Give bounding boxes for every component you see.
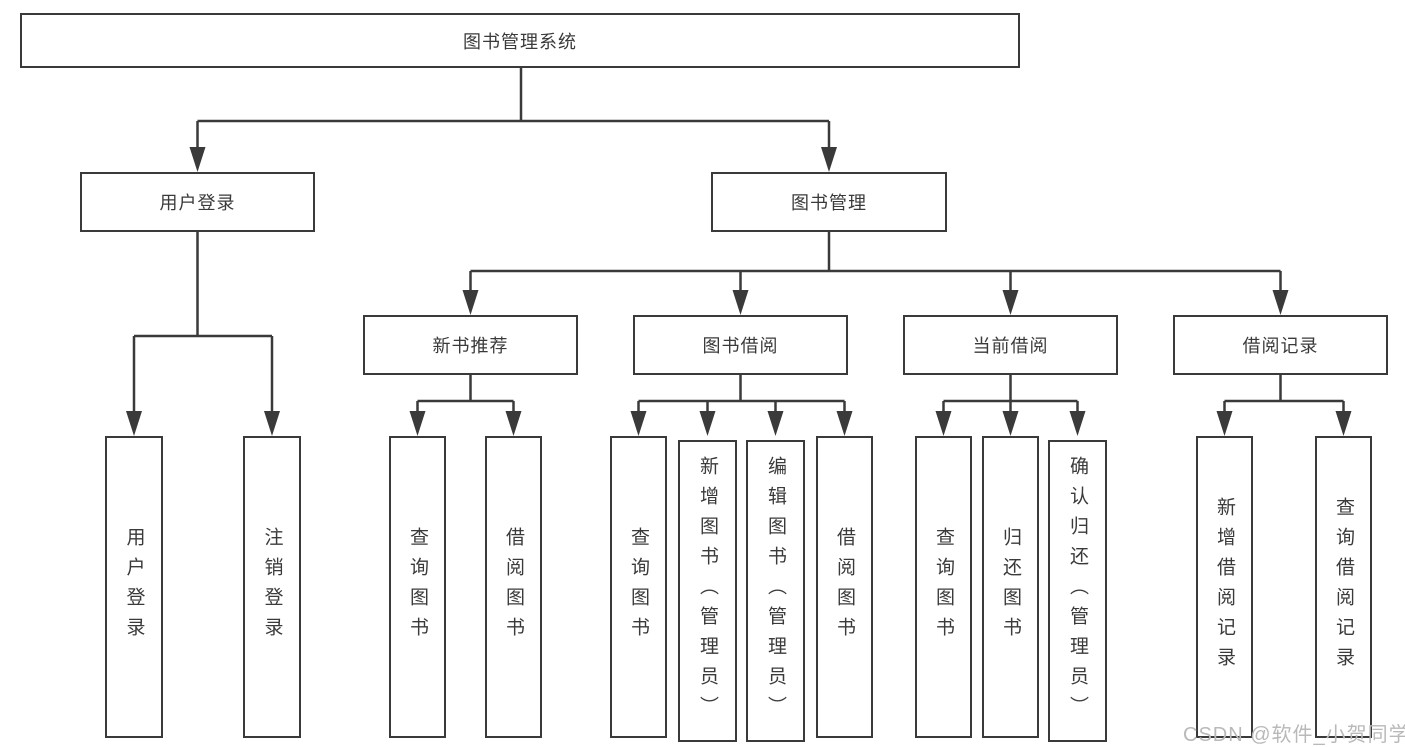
node-book-borrowing: 图书借阅 (633, 315, 848, 375)
connector-user-login-children (132, 232, 274, 431)
node-book-management: 图书管理 (711, 172, 947, 232)
leaf-label: 归还图书 (1000, 527, 1021, 647)
arrow-down-icon (189, 147, 206, 172)
node-current-borrowing: 当前借阅 (903, 315, 1118, 375)
arrow-down-icon (505, 411, 522, 436)
arrow-down-icon (630, 411, 647, 436)
arrow-down-icon (1272, 290, 1289, 315)
arrow-down-icon (409, 411, 426, 436)
leaf-user-login: 用户登录 (105, 436, 163, 738)
leaf-label: 注销登录 (261, 527, 283, 647)
arrow-down-icon (935, 411, 952, 436)
arrow-down-icon (1002, 290, 1019, 315)
leaf-label: 新增图书（管理员） (697, 456, 718, 726)
leaf-query-books-recommend: 查询图书 (389, 436, 446, 738)
leaf-add-borrow-record: 新增借阅记录 (1196, 436, 1253, 738)
leaf-edit-books-admin: 编辑图书（管理员） (746, 440, 805, 742)
arrow-down-icon (1069, 411, 1086, 436)
leaf-label: 借阅图书 (834, 527, 855, 647)
leaf-query-books-borrowing: 查询图书 (610, 436, 667, 738)
arrowheads (126, 147, 1352, 436)
arrow-down-icon (1335, 411, 1352, 436)
leaf-query-borrow-record: 查询借阅记录 (1315, 436, 1372, 738)
arrow-down-icon (699, 411, 716, 436)
watermark: CSDN @软件_小贺同学 (1183, 724, 1405, 746)
node-borrowing-records: 借阅记录 (1173, 315, 1388, 375)
leaf-return-books: 归还图书 (982, 436, 1039, 738)
leaf-query-books-current: 查询图书 (915, 436, 972, 738)
leaf-add-books-admin: 新增图书（管理员） (678, 440, 737, 742)
leaf-borrow-books-borrowing: 借阅图书 (816, 436, 873, 738)
arrow-down-icon (767, 411, 784, 436)
arrow-down-icon (836, 411, 853, 436)
leaf-logout-login: 注销登录 (243, 436, 301, 738)
leaf-label: 查询借阅记录 (1333, 497, 1354, 677)
node-new-book-recommendation: 新书推荐 (363, 315, 578, 375)
arrow-down-icon (1002, 411, 1019, 436)
connector-new-book-rec-children (416, 375, 515, 431)
arrow-down-icon (462, 290, 479, 315)
arrow-down-icon (126, 411, 142, 436)
leaf-label: 新增借阅记录 (1214, 497, 1235, 677)
connector-borrowing-records-children (1223, 375, 1345, 431)
leaf-borrow-books-recommend: 借阅图书 (485, 436, 542, 738)
arrow-down-icon (732, 290, 749, 315)
connector-book-mgmt-children (469, 232, 1282, 310)
leaf-label: 编辑图书（管理员） (765, 456, 786, 726)
arrow-down-icon (1216, 411, 1233, 436)
leaf-label: 查询图书 (933, 527, 954, 647)
connector-book-borrowing-children (637, 375, 846, 431)
leaf-confirm-return-admin: 确认归还（管理员） (1048, 440, 1107, 742)
leaf-label: 查询图书 (407, 527, 428, 647)
leaf-label: 借阅图书 (503, 527, 524, 647)
arrow-down-icon (821, 147, 837, 172)
leaf-label: 用户登录 (123, 527, 145, 647)
connector-root-to-level2 (196, 68, 831, 167)
leaf-label: 查询图书 (628, 527, 649, 647)
node-library-system: 图书管理系统 (20, 13, 1020, 68)
leaf-label: 确认归还（管理员） (1067, 456, 1088, 726)
node-user-login: 用户登录 (80, 172, 315, 232)
arrow-down-icon (264, 411, 280, 436)
